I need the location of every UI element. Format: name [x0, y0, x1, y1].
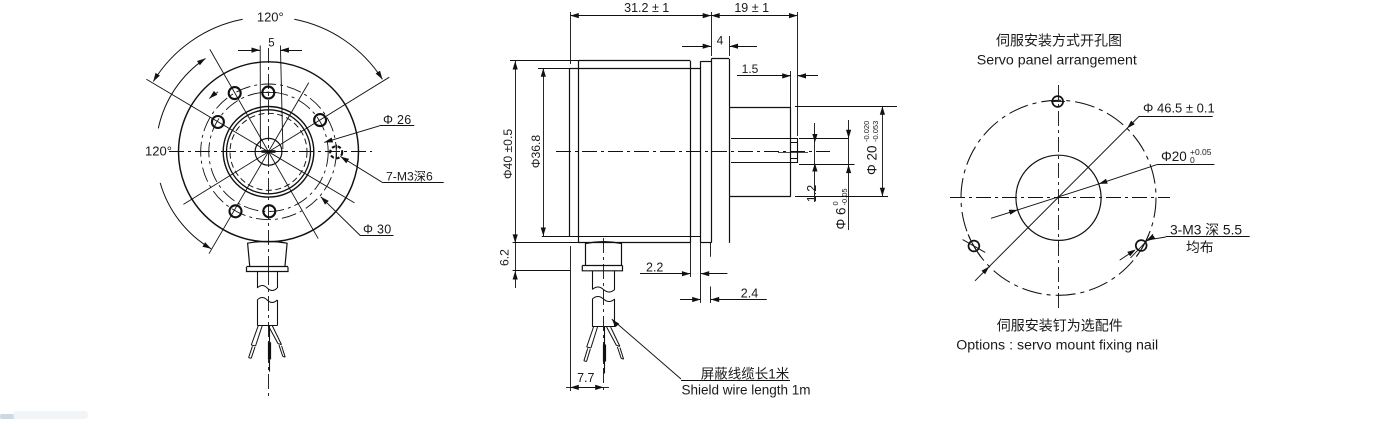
svg-text:-0.020: -0.020: [862, 121, 871, 142]
svg-text:6.2: 6.2: [498, 249, 512, 266]
svg-text:120°: 120°: [257, 10, 284, 25]
svg-text:7.7: 7.7: [577, 371, 594, 385]
svg-text:Φ40 ±0.5: Φ40 ±0.5: [501, 129, 515, 180]
svg-text:7-M3深6: 7-M3深6: [386, 170, 433, 184]
svg-text:Φ 20: Φ 20: [865, 145, 880, 175]
svg-text:19 ± 1: 19 ± 1: [734, 1, 769, 15]
svg-text:Φ 30: Φ 30: [363, 223, 392, 237]
svg-text:1.2: 1.2: [805, 185, 819, 202]
svg-text:Φ 26: Φ 26: [383, 113, 412, 127]
svg-text:Φ36.8: Φ36.8: [529, 135, 543, 169]
svg-text:-0.05: -0.05: [840, 188, 849, 205]
svg-text:0: 0: [1190, 155, 1195, 165]
svg-text:Servo panel arrangement: Servo panel arrangement: [977, 53, 1137, 69]
svg-text:120°: 120°: [145, 144, 172, 159]
svg-text:Options : servo mount fixing n: Options : servo mount fixing nail: [956, 338, 1158, 354]
svg-text:4: 4: [717, 33, 724, 47]
svg-text:伺服安装钉为选配件: 伺服安装钉为选配件: [997, 318, 1123, 334]
svg-text:2.4: 2.4: [741, 286, 758, 300]
svg-text:Φ 46.5 ± 0.1: Φ 46.5 ± 0.1: [1143, 101, 1215, 116]
svg-text:-0.053: -0.053: [871, 121, 880, 142]
svg-text:Φ20: Φ20: [1161, 149, 1187, 164]
svg-text:3-M3 深 5.5: 3-M3 深 5.5: [1170, 223, 1242, 238]
svg-text:31.2 ± 1: 31.2 ± 1: [624, 1, 669, 15]
svg-text:伺服安装方式开孔图: 伺服安装方式开孔图: [996, 33, 1122, 49]
svg-text:屏蔽线缆长1米: 屏蔽线缆长1米: [701, 367, 790, 382]
svg-text:1.5: 1.5: [742, 62, 759, 76]
svg-text:5: 5: [268, 38, 274, 50]
svg-text:均布: 均布: [1186, 240, 1214, 255]
svg-text:0: 0: [831, 201, 840, 205]
svg-text:Φ 6: Φ 6: [834, 207, 849, 229]
svg-text:2.2: 2.2: [646, 260, 663, 274]
svg-text:Shield wire length 1m: Shield wire length 1m: [681, 383, 810, 398]
